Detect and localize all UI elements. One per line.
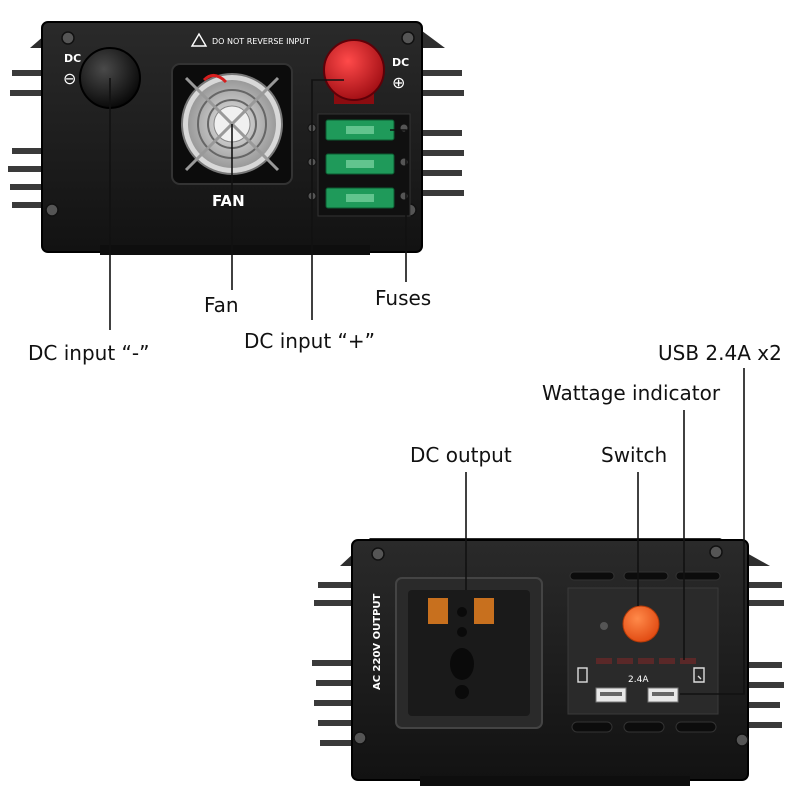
heatsink-fins-right [420,70,464,196]
fuse-2 [325,153,395,175]
control-panel: 2.4A [567,571,721,733]
ac-output-label: AC 220V OUTPUT [372,593,383,690]
back-fins-right [740,582,784,728]
heatsink-fins-left [8,70,52,208]
warning-text: DO NOT REVERSE INPUT [212,37,310,46]
leader-fuses [390,129,407,282]
callout-fan: Fan [204,293,239,317]
power-switch[interactable] [622,605,660,643]
back-leaders [465,368,745,695]
callout-switch: Switch [601,443,667,467]
ac-socket[interactable] [395,577,543,729]
back-fins-left [312,582,360,746]
front-panel: DO NOT REVERSE INPUT DC ⊖ DC ⊕ FAN [8,21,464,255]
dc-neg-label: DC [64,52,81,65]
warning-icon [190,32,208,47]
battery-icon [577,667,588,683]
fuse-3 [325,187,395,209]
back-panel: AC 220V OUTPUT [312,538,784,786]
dc-neg-symbol: ⊖ [63,69,76,88]
callout-dc-input-pos: DC input “+” [244,329,375,353]
leader-dc-pos [311,79,344,320]
usb-rating-label: 2.4A [628,675,649,685]
dc-pos-symbol: ⊕ [392,73,405,92]
front-leaders [109,78,407,330]
callout-wattage: Wattage indicator [542,381,721,405]
status-led [600,622,608,630]
callout-dc-input-neg: DC input “-” [28,341,149,365]
phone-icon [693,667,705,683]
dc-pos-label: DC [392,56,409,69]
leader-usb [680,368,745,695]
dc-input-pos-knob[interactable] [323,39,385,104]
callout-dc-output: DC output [410,443,512,467]
callout-fuses: Fuses [375,286,431,310]
wattage-indicator [596,658,696,664]
fan-label: FAN [212,192,245,210]
fuse-1 [325,119,395,141]
callout-usb: USB 2.4A x2 [658,341,782,365]
